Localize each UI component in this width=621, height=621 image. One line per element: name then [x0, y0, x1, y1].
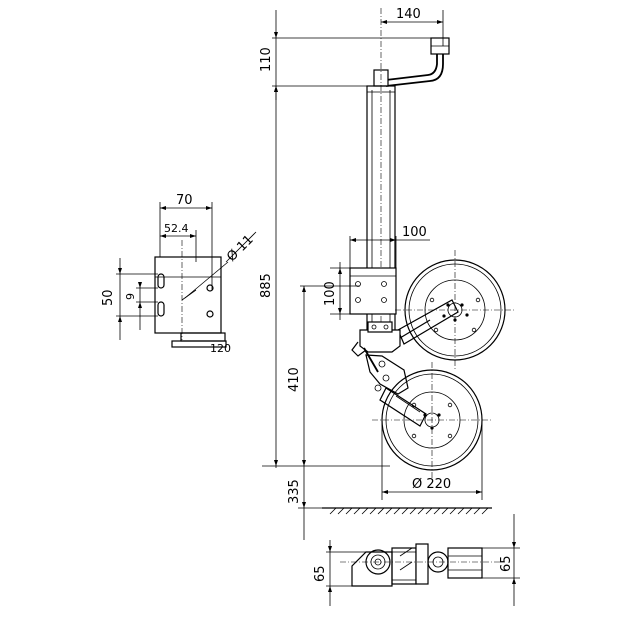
- dim-52-4: 52.4: [164, 222, 189, 235]
- bottom-view: [340, 543, 500, 587]
- dim-410: 410: [287, 367, 302, 392]
- bracket-detail: [154, 240, 229, 348]
- dim-140: 140: [396, 7, 421, 22]
- dim-65-right: 65: [499, 555, 514, 572]
- dimension-lines: [116, 10, 520, 606]
- dim-70: 70: [176, 193, 193, 208]
- dim-335: 335: [287, 479, 302, 504]
- ground-line: [322, 507, 492, 515]
- dim-50: 50: [101, 289, 116, 306]
- tube-clamp: [349, 267, 397, 315]
- dim-9: 9: [124, 293, 137, 300]
- dimension-labels: 140 110 885 410 335 100 100 Ø 220 65 65 …: [101, 7, 514, 582]
- swivel-mechanism: [351, 321, 409, 395]
- crank-handle: [373, 37, 450, 87]
- dim-885: 885: [259, 273, 274, 298]
- dim-dia-11: Ø 11: [224, 232, 256, 264]
- dim-65-left: 65: [313, 565, 328, 582]
- dim-clamp-width: 100: [402, 225, 427, 240]
- lower-wheel: [372, 362, 492, 478]
- dim-wheel-diameter: Ø 220: [412, 477, 451, 492]
- dim-110: 110: [259, 47, 274, 72]
- dim-120: 120: [210, 342, 231, 355]
- upper-wheel: [395, 250, 515, 370]
- dim-clamp-height: 100: [323, 281, 338, 306]
